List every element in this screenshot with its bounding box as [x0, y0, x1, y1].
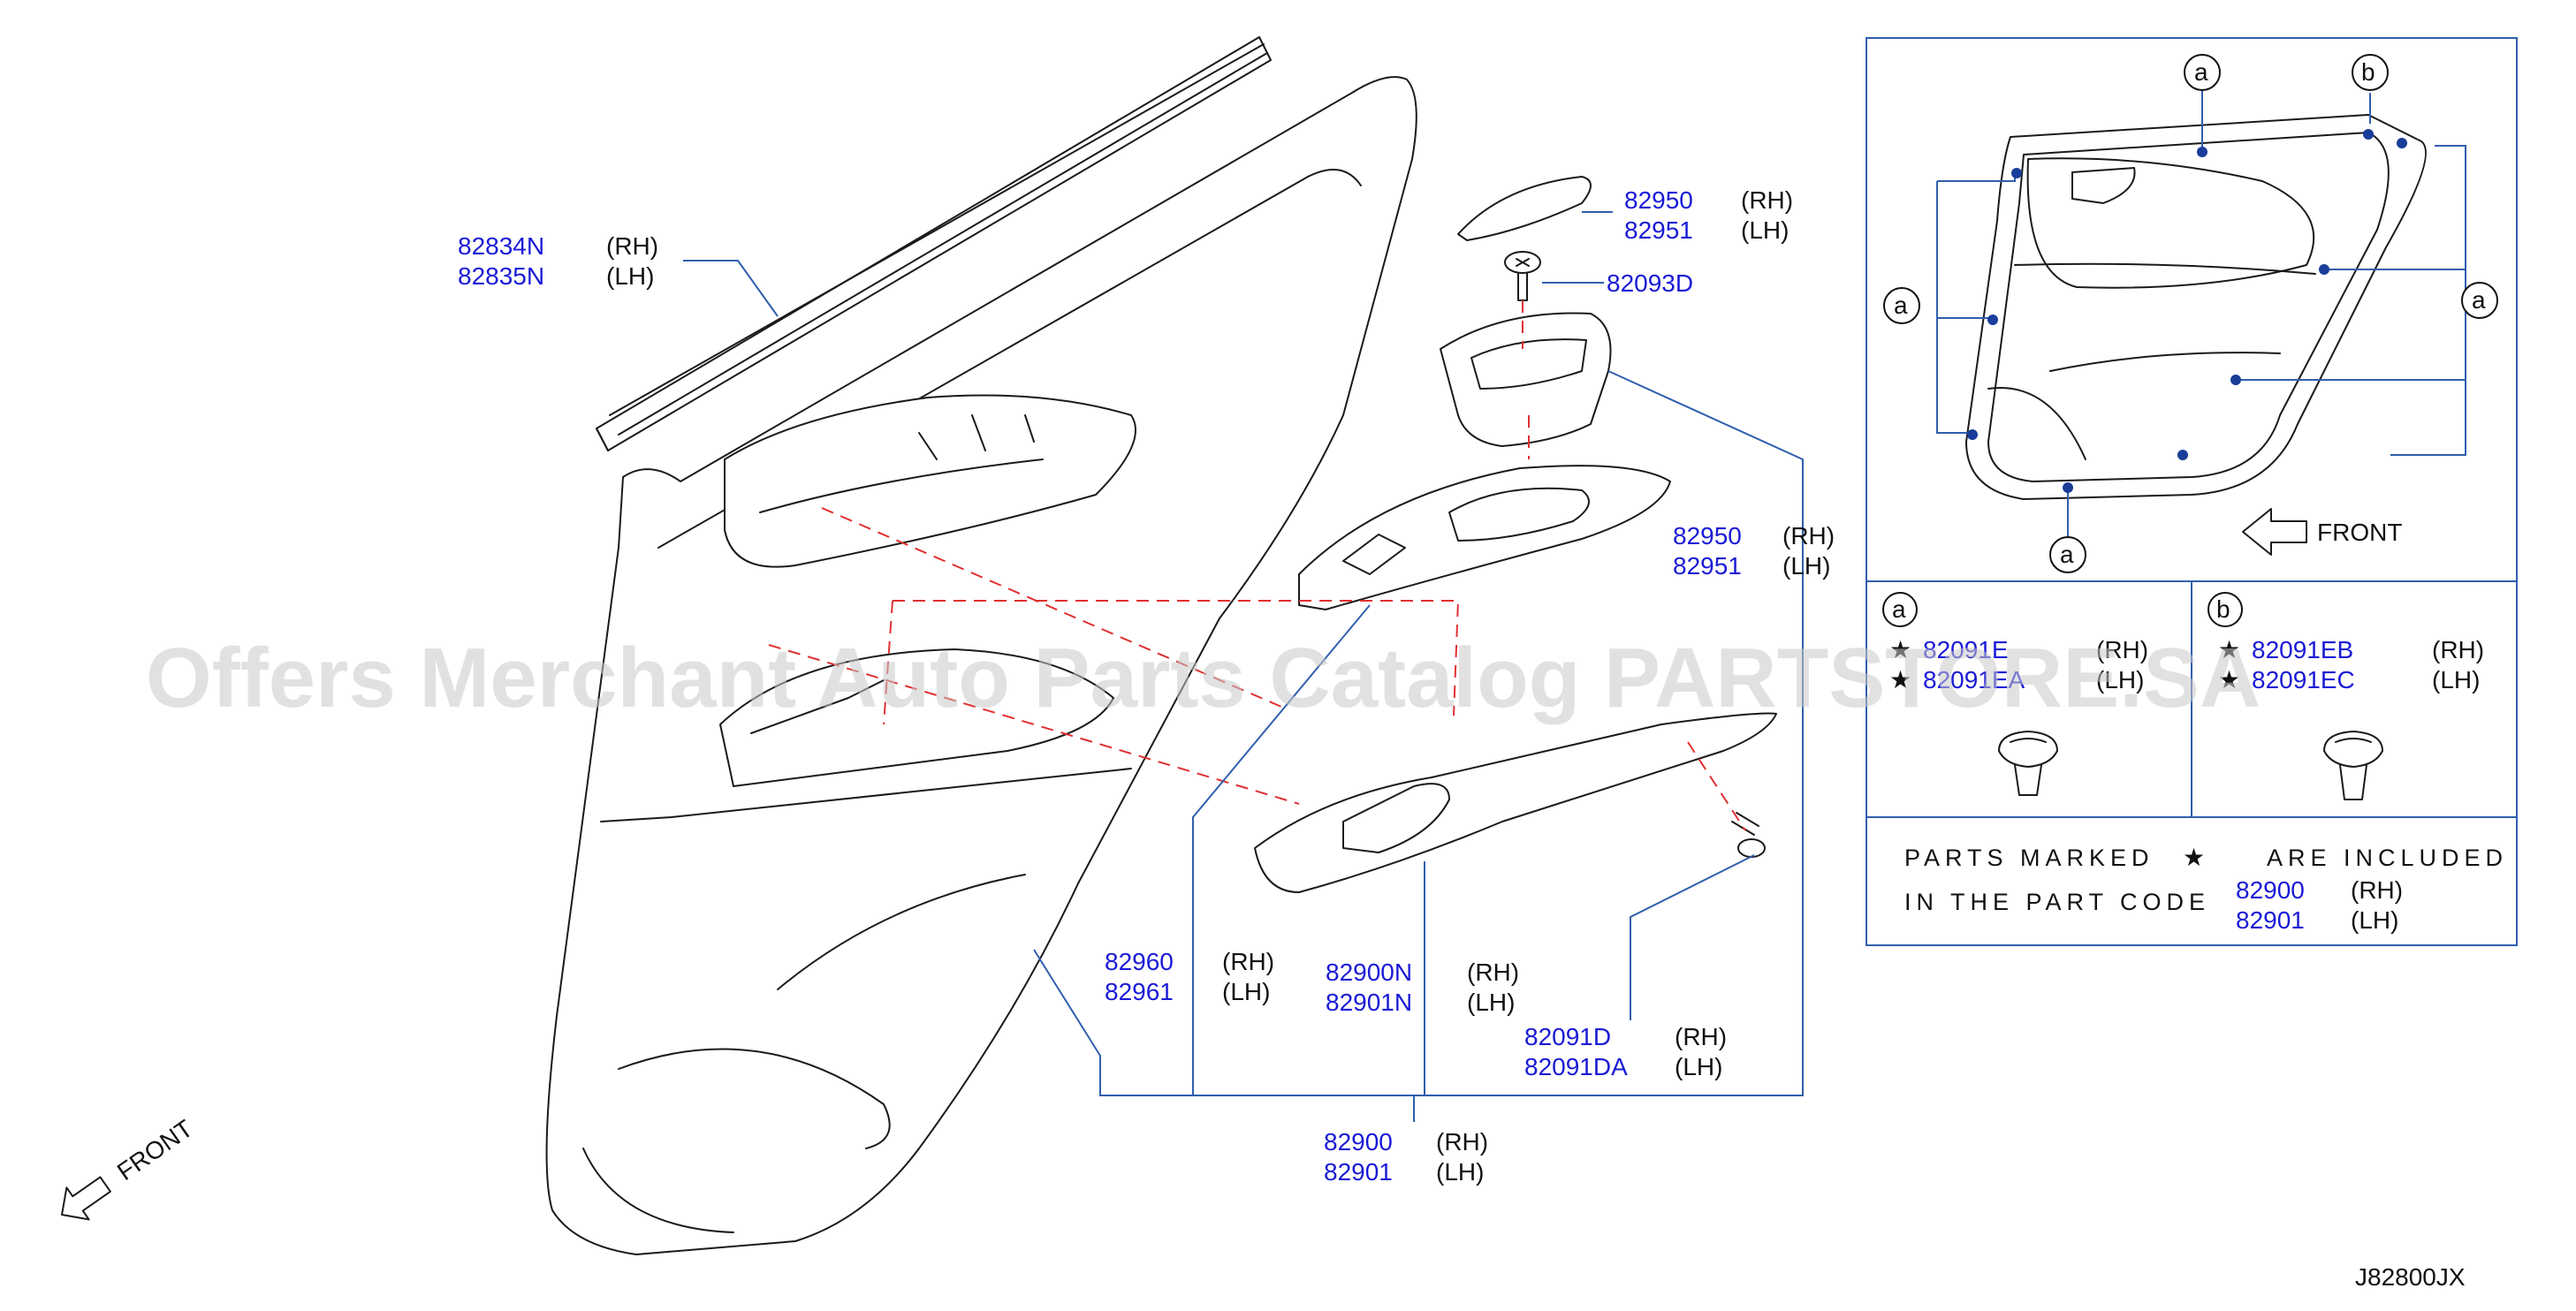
svg-text:82900: 82900 — [2236, 876, 2305, 904]
label-finisher: 82960 82961 (RH) (LH) — [1105, 948, 1274, 1005]
svg-text:(RH): (RH) — [1222, 948, 1274, 975]
svg-text:(LH): (LH) — [1741, 216, 1789, 244]
callout-a-left: a — [1883, 287, 1920, 324]
svg-text:★: ★ — [2218, 666, 2240, 693]
svg-text:82835N: 82835N — [458, 262, 544, 290]
svg-text:FRONT: FRONT — [2317, 519, 2402, 546]
svg-text:(LH): (LH) — [2351, 906, 2398, 934]
clip-cell-a: a ★ ★ 82091E 82091EA (RH) (LH) — [1882, 592, 2148, 796]
svg-text:(LH): (LH) — [1675, 1053, 1722, 1080]
svg-text:★: ★ — [2183, 844, 2205, 871]
clip-cell-b: b ★ ★ 82091EB 82091EC (RH) (LH) — [2207, 592, 2484, 800]
door-trim-drawing — [545, 36, 1417, 1255]
svg-text:82091E: 82091E — [1923, 636, 2009, 663]
svg-text:(LH): (LH) — [1467, 989, 1515, 1016]
inset-note: PARTS MARKED ★ ARE INCLUDED IN THE PART … — [1904, 844, 2508, 934]
svg-text:82093D: 82093D — [1607, 269, 1693, 297]
label-assembly: 82900 82901 (RH) (LH) — [1324, 1128, 1488, 1186]
svg-text:a: a — [2194, 58, 2208, 86]
label-clip: 82091D 82091DA (RH) (LH) — [1524, 1023, 1727, 1080]
label-switch-base: 82950 82951 (RH) (LH) — [1673, 522, 1835, 580]
callout-a-right: a — [2461, 282, 2498, 319]
svg-text:(RH): (RH) — [2096, 636, 2148, 663]
diagram-code: J82800JX — [2355, 1263, 2466, 1291]
label-weatherstrip: 82834N 82835N (RH) (LH) — [458, 232, 658, 290]
svg-text:82951: 82951 — [1673, 552, 1742, 580]
label-cap-top: 82950 82951 (RH) (LH) — [1624, 186, 1793, 244]
finisher-part — [1254, 712, 1777, 893]
svg-text:82960: 82960 — [1105, 948, 1174, 975]
svg-text:(RH): (RH) — [1436, 1128, 1488, 1156]
front-arrow-main: FRONT — [61, 1115, 198, 1221]
svg-text:ARE INCLUDED: ARE INCLUDED — [2267, 845, 2508, 871]
svg-text:82901N: 82901N — [1326, 989, 1412, 1016]
svg-text:(RH): (RH) — [606, 232, 658, 260]
assembly-dashed-lines — [768, 300, 1746, 831]
svg-text:IN THE PART CODE: IN THE PART CODE — [1904, 889, 2210, 915]
callout-a-top: a — [2184, 54, 2221, 91]
svg-text:(RH): (RH) — [2432, 636, 2484, 663]
switch-base-part — [1298, 465, 1671, 610]
front-arrow-inset: FRONT — [2242, 508, 2402, 556]
svg-text:PARTS MARKED: PARTS MARKED — [1904, 845, 2154, 871]
watermark: Offers Merchant Auto Parts Catalog PARTS… — [146, 631, 2261, 725]
svg-text:★: ★ — [1889, 666, 1911, 693]
screw-part — [1504, 251, 1541, 301]
clip-part — [1731, 812, 1766, 858]
svg-text:82950: 82950 — [1624, 186, 1693, 214]
svg-text:82091EC: 82091EC — [2252, 666, 2355, 693]
svg-text:82091EB: 82091EB — [2252, 636, 2353, 663]
label-armrest: 82900N 82901N (RH) (LH) — [1326, 959, 1519, 1016]
svg-text:(LH): (LH) — [1222, 978, 1270, 1005]
svg-text:82900: 82900 — [1324, 1128, 1393, 1156]
svg-text:82091EA: 82091EA — [1923, 666, 2025, 693]
svg-text:82091D: 82091D — [1524, 1023, 1611, 1050]
svg-text:b: b — [2216, 595, 2230, 623]
svg-text:FRONT: FRONT — [112, 1115, 198, 1186]
svg-text:82961: 82961 — [1105, 978, 1174, 1005]
svg-text:a: a — [2060, 541, 2074, 568]
svg-text:82900N: 82900N — [1326, 959, 1412, 986]
svg-text:82901: 82901 — [2236, 906, 2305, 934]
callout-b-top: b — [2352, 54, 2389, 91]
svg-text:(RH): (RH) — [1741, 186, 1793, 214]
svg-text:(RH): (RH) — [1675, 1023, 1727, 1050]
svg-text:a: a — [1892, 595, 1906, 623]
leader-lines — [683, 211, 1804, 1122]
svg-text:(RH): (RH) — [1782, 522, 1835, 549]
callout-a-bottom: a — [2049, 536, 2086, 573]
svg-text:82901: 82901 — [1324, 1158, 1393, 1186]
cap-part — [1457, 176, 1592, 241]
label-screw: 82093D — [1607, 269, 1693, 297]
svg-text:b: b — [2361, 58, 2375, 86]
svg-text:(LH): (LH) — [1436, 1158, 1484, 1186]
svg-text:(LH): (LH) — [1782, 552, 1830, 580]
svg-text:82834N: 82834N — [458, 232, 544, 260]
svg-text:(RH): (RH) — [1467, 959, 1519, 986]
svg-text:(LH): (LH) — [2432, 666, 2480, 693]
svg-text:(RH): (RH) — [2351, 876, 2403, 904]
svg-text:(LH): (LH) — [2096, 666, 2144, 693]
svg-text:a: a — [2472, 286, 2486, 314]
svg-text:★: ★ — [2218, 636, 2240, 663]
switch-cap-part — [1440, 312, 1612, 447]
svg-text:82950: 82950 — [1673, 522, 1742, 549]
svg-text:a: a — [1894, 292, 1908, 319]
svg-text:82091DA: 82091DA — [1524, 1053, 1628, 1080]
inset-box: a b a a a FRONT a ★ ★ 82091E — [1866, 37, 2518, 946]
svg-text:(LH): (LH) — [606, 262, 654, 290]
svg-text:82951: 82951 — [1624, 216, 1693, 244]
inset-door-drawing — [1965, 114, 2427, 500]
svg-text:★: ★ — [1889, 636, 1911, 663]
